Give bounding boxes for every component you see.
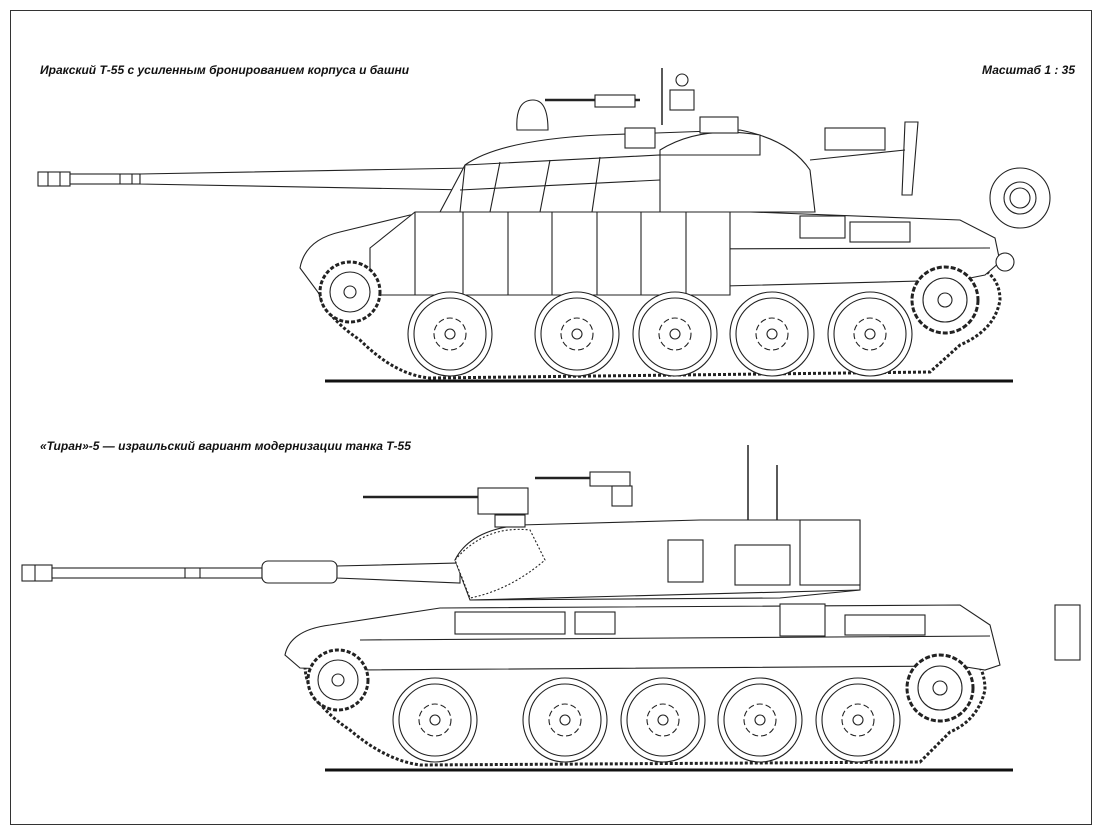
road-wheels-bottom — [392, 677, 901, 763]
gun-barrel-bottom — [21, 560, 461, 584]
drive-sprocket-top — [910, 265, 980, 335]
gun-barrel-top — [37, 167, 471, 191]
rear-stowage-bottom — [1054, 604, 1081, 661]
idler-wheel-bottom — [306, 648, 370, 712]
iraqi-t55-side-view — [37, 68, 1051, 383]
scale-label: Масштаб 1 : 35 — [982, 63, 1075, 77]
aa-machine-gun-top — [545, 68, 695, 125]
roof-machine-guns-bottom — [363, 471, 633, 528]
applique-armor-hull — [369, 211, 731, 296]
drive-sprocket-bottom — [905, 653, 975, 723]
top-caption: Иракский Т-55 с усиленным бронированием … — [40, 63, 410, 77]
road-wheels-top — [407, 291, 913, 377]
idler-wheel-top — [318, 260, 382, 324]
rear-fuel-drum-top — [989, 167, 1051, 229]
tiran5-side-view — [21, 445, 1081, 772]
bottom-caption: «Тиран»-5 — израильский вариант модерниз… — [40, 439, 411, 453]
